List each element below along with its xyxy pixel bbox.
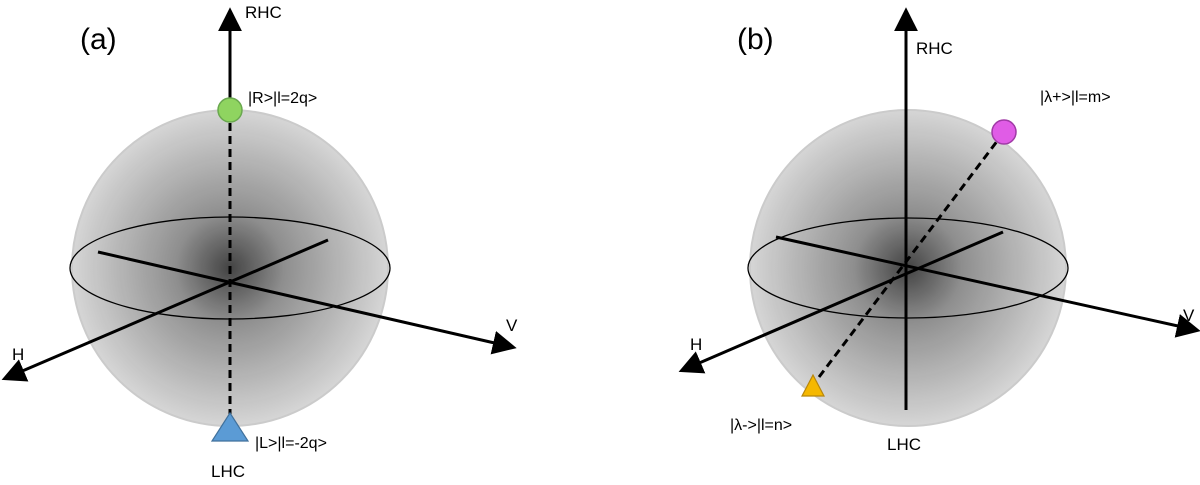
- panel-b-lambda-minus-label: |λ->|l=n>: [730, 417, 792, 434]
- panel-b-lambda-minus-marker: [801, 373, 825, 397]
- panel-a-v-axis: [97, 250, 517, 355]
- panel-b: (b) RHC LHC H V |λ+>|l=m> |λ->|l=n>: [678, 7, 1200, 454]
- panel-b-v-label: V: [1183, 306, 1195, 325]
- panel-b-label: (b): [737, 23, 774, 56]
- panel-a-r-state-label: |R>|l=2q>: [248, 90, 317, 107]
- panel-b-h-axis: [678, 230, 1004, 374]
- panel-a-label: (a): [80, 23, 117, 56]
- panel-a-h-label: H: [12, 345, 24, 364]
- panel-a-l-state-marker: [210, 411, 250, 442]
- panel-b-lambda-plus-label: |λ+>|l=m>: [1040, 89, 1111, 106]
- panel-a-h-axis: [1, 238, 329, 382]
- panel-b-equator: [747, 217, 1069, 319]
- panel-a-l-state-label: |L>|l=-2q>: [255, 435, 327, 452]
- panel-a: (a) RHC LHC H V |R>|l=2q> |L>|l=-2q>: [1, 3, 518, 481]
- panel-b-lhc-label: LHC: [887, 435, 921, 454]
- panel-a-r-state-marker: [217, 97, 243, 123]
- panel-b-state-dashed: [811, 131, 1006, 386]
- panel-a-v-label: V: [506, 316, 518, 335]
- panel-b-v-axis: [775, 235, 1200, 338]
- panel-b-rhc-label: RHC: [916, 39, 953, 58]
- panel-a-lhc-label: LHC: [211, 462, 245, 481]
- panel-b-sphere: [749, 109, 1067, 427]
- panel-b-h-label: H: [690, 335, 702, 354]
- panel-b-lambda-plus-marker: [991, 119, 1017, 145]
- panel-a-rhc-label: RHC: [245, 3, 282, 22]
